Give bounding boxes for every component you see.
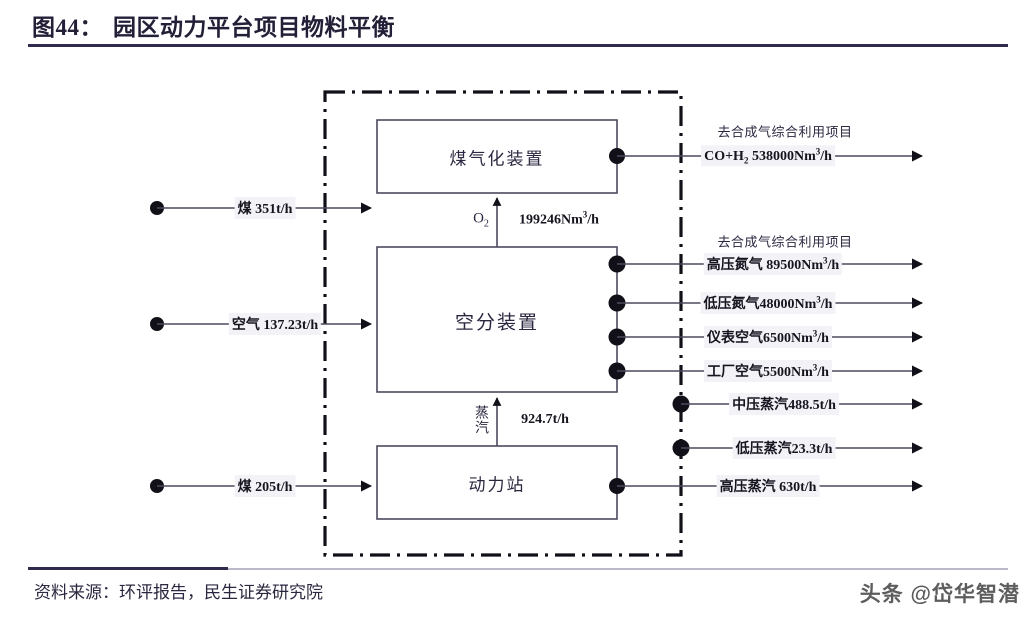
source-note: 资料来源：环评报告，民生证券研究院 [34, 583, 323, 602]
output-label-lp-steam: 低压蒸汽23.3t/h [732, 437, 836, 459]
flow-species-steam-internal: 蒸汽 [473, 405, 488, 435]
flow-label-steam-internal: 924.7t/h [521, 412, 569, 427]
figure-number: 图44： [32, 15, 103, 40]
dest-label-nitrogen: 去合成气综合利用项目 [717, 234, 853, 250]
node-label-power: 动力站 [468, 475, 526, 495]
dest-label-syngas: 去合成气综合利用项目 [717, 124, 853, 140]
watermark: 头条 @岱华智潜 [859, 583, 1020, 606]
flow-label-oxygen: 199246Nm3/h [519, 209, 599, 228]
input-label-coal-power: 煤 205t/h [234, 475, 296, 497]
output-label-plant-air: 工厂空气5500Nm3/h [704, 360, 832, 382]
diagram-svg [150, 90, 924, 557]
figure-title-text: 园区动力平台项目物料平衡 [113, 15, 395, 40]
figure-header: 图44： 园区动力平台项目物料平衡 [0, 0, 1036, 48]
page-title: 图44： 园区动力平台项目物料平衡 [32, 8, 395, 42]
footer-divider-accent [28, 567, 228, 570]
asu-box [376, 246, 618, 393]
output-label-hp-steam: 高压蒸汽 630t/h [716, 475, 820, 497]
node-label-gasifier: 煤气化装置 [449, 149, 545, 169]
header-divider [28, 44, 1008, 47]
flow-species-oxygen: O2 [473, 210, 489, 230]
output-label-mp-steam: 中压蒸汽488.5t/h [729, 393, 839, 415]
input-label-air-asu: 空气 137.23t/h [228, 313, 322, 335]
output-label-hp-nitrogen: 高压氮气 89500Nm3/h [703, 253, 843, 275]
node-label-asu: 空分装置 [454, 312, 540, 334]
footer-divider [28, 568, 1008, 570]
oxygen-subscript: 2 [483, 218, 489, 230]
input-label-coal-gasifier: 煤 351t/h [234, 197, 296, 219]
output-label-syngas: CO+H2 538000Nm3/h [701, 145, 835, 167]
output-label-instrument-air: 仪表空气6500Nm3/h [704, 326, 832, 348]
material-balance-diagram: 煤气化装置 空分装置 动力站 煤 351t/h 空气 137.23t/h 煤 2… [0, 48, 1036, 568]
output-label-lp-nitrogen: 低压氮气48000Nm3/h [700, 292, 836, 314]
